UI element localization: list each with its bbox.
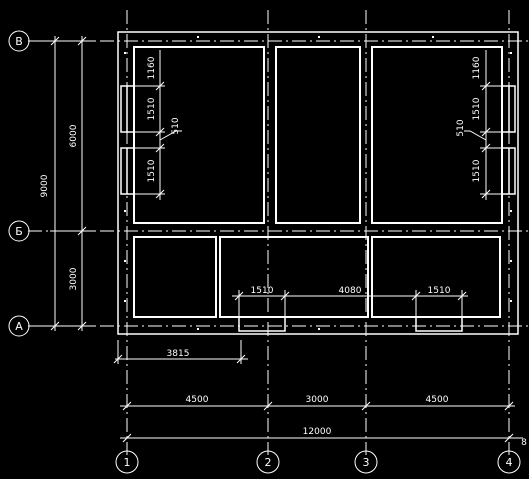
right-window-dimension [464, 50, 502, 200]
dim-left-win-top: 1160 [147, 56, 157, 79]
axis-bubble-3 [354, 450, 378, 474]
dim-span-2-3: 3000 [306, 395, 329, 405]
lower-openings-dimension [232, 290, 468, 317]
grid-lines [28, 10, 529, 455]
axis-label-2: 2 [265, 456, 272, 469]
axis-label-a: А [15, 320, 23, 333]
dim-span-1-2: 4500 [186, 395, 209, 405]
dim-bottom-total: 12000 [303, 427, 332, 437]
windows [120, 85, 516, 332]
axis-bubble-a [8, 315, 30, 337]
axis-label-v: В [15, 35, 23, 48]
dim-left-win-lower: 1510 [147, 159, 157, 182]
room-lower-middle [219, 236, 369, 318]
rooms [133, 46, 503, 318]
row-axis-bubbles: В Б А [8, 30, 30, 337]
axis-bubble-4 [497, 450, 521, 474]
column-marks [124, 36, 512, 330]
column-axis-bubbles: 1 2 3 4 [115, 450, 521, 474]
left-dimensions [30, 36, 95, 331]
dim-opening-middle: 4080 [339, 286, 362, 296]
dim-right-pier: 510 [456, 119, 466, 136]
axis-label-4: 4 [506, 456, 513, 469]
axis-bubble-1 [115, 450, 139, 474]
dim-left-lower: 3000 [69, 267, 79, 290]
dim-span-3-4: 4500 [426, 395, 449, 405]
dim-edge-mark: 8 [521, 438, 527, 448]
room-lower-right [371, 236, 501, 318]
offset-dimension [113, 340, 248, 364]
dim-right-win-top: 1160 [472, 56, 482, 79]
dim-left-upper: 6000 [69, 124, 79, 147]
dim-opening-right: 1510 [428, 286, 451, 296]
dim-opening-left: 1510 [251, 286, 274, 296]
room-upper-middle [275, 46, 361, 224]
dim-left-total: 9000 [40, 174, 50, 197]
dim-left-pier: 510 [171, 117, 181, 134]
axis-bubble-2 [256, 450, 280, 474]
dim-offset: 3815 [167, 349, 190, 359]
axis-label-b: Б [15, 225, 23, 238]
axis-label-1: 1 [124, 456, 131, 469]
room-upper-right [371, 46, 503, 224]
room-upper-left [133, 46, 265, 224]
dim-right-win-upper: 1510 [472, 97, 482, 120]
axis-label-3: 3 [363, 456, 370, 469]
bottom-dimensions [120, 401, 523, 443]
dim-right-win-lower: 1510 [472, 159, 482, 182]
outer-walls [117, 31, 519, 335]
axis-bubble-v [8, 30, 30, 52]
left-window-dimension [134, 50, 182, 200]
dim-left-win-upper: 1510 [147, 97, 157, 120]
axis-bubble-b [8, 220, 30, 242]
door-opening-right [415, 316, 463, 332]
room-lower-left [133, 236, 217, 318]
outer-wall [117, 31, 519, 335]
door-opening-left [238, 316, 286, 332]
